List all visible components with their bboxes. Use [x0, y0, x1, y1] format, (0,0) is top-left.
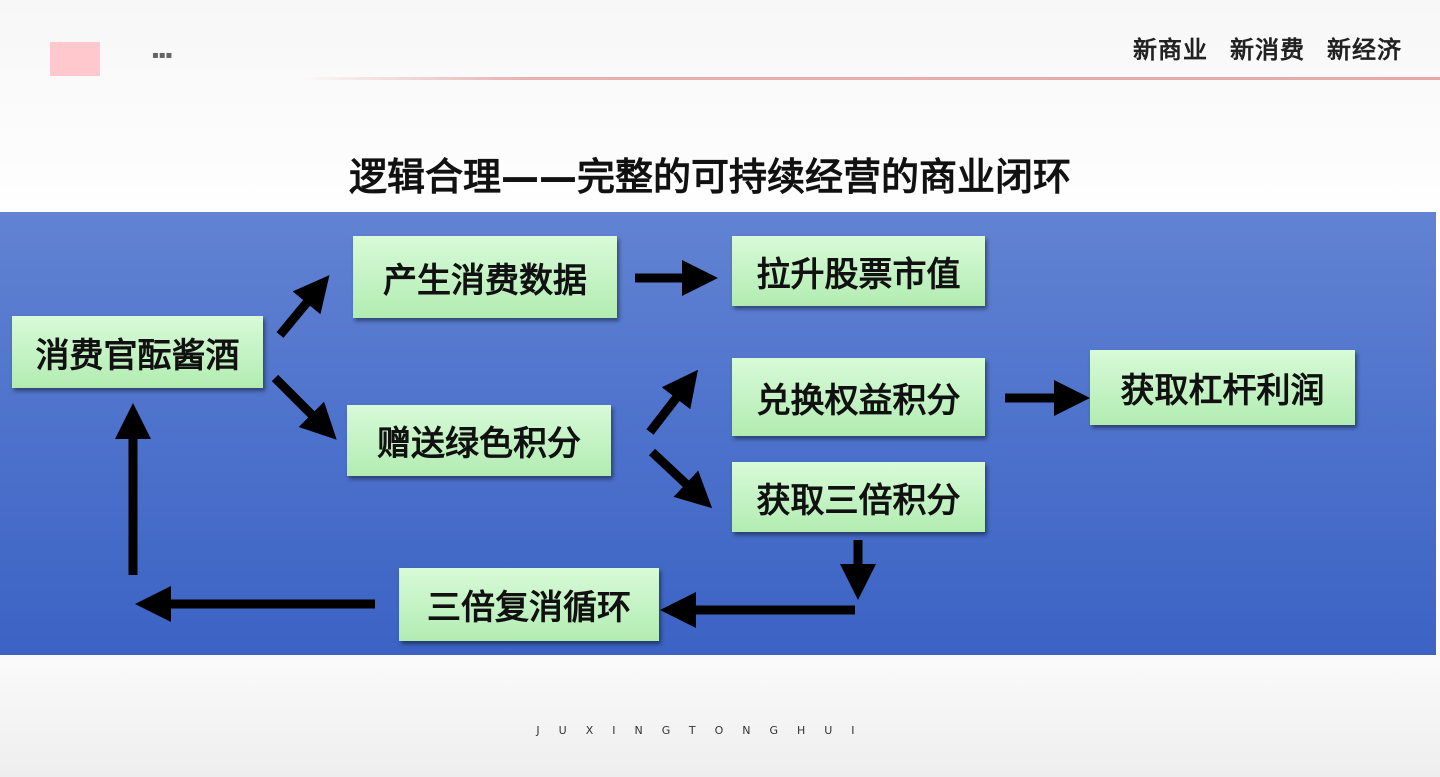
slogan-2: 新消费: [1230, 36, 1305, 64]
header-divider: [300, 77, 1440, 80]
diagram-panel: [0, 212, 1436, 655]
node-green: 赠送绿色积分: [347, 405, 611, 476]
slide-title: 逻辑合理——完整的可持续经营的商业闭环: [348, 155, 1071, 199]
node-leverage: 获取杠杆利润: [1090, 350, 1355, 425]
node-loop: 三倍复消循环: [399, 568, 659, 641]
node-triple: 获取三倍积分: [732, 462, 985, 532]
header-slogans: 新商业新消费新经济: [1111, 30, 1402, 65]
node-exchange: 兑换权益积分: [732, 358, 985, 436]
footer-brand: JUXINGTONGHUI: [536, 724, 874, 737]
node-data: 产生消费数据: [353, 236, 617, 318]
logo-text: ▪▪▪: [152, 50, 173, 61]
slogan-1: 新商业: [1133, 36, 1208, 64]
logo: [50, 42, 100, 76]
node-stock: 拉升股票市值: [732, 236, 985, 306]
node-consume: 消费官酝酱酒: [12, 316, 263, 388]
slogan-3: 新经济: [1327, 36, 1402, 64]
